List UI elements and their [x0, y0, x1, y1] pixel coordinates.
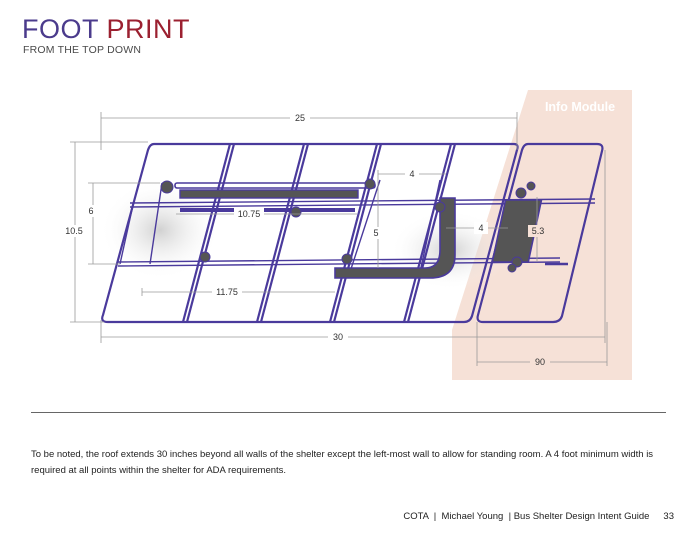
shadow-left [100, 180, 220, 280]
dim-bench-offset: 11.75 [216, 287, 238, 297]
posts [160, 178, 536, 273]
dim-overall-depth: 10.5 [65, 226, 83, 236]
dim-module-depth: 5.3 [532, 226, 545, 236]
dim-overall-width: 25 [295, 113, 305, 123]
title-word-foot: FOOT [22, 14, 99, 44]
page-title: FOOT PRINT [22, 14, 190, 44]
dim-bench-length: 10.75 [238, 209, 261, 219]
dim-inner-depth: 6 [88, 206, 93, 216]
bench-top-front [180, 208, 355, 212]
info-module-label: Info Module [545, 100, 615, 114]
roof-outline-module [476, 142, 604, 324]
dimension-lines [70, 112, 608, 366]
page-number: 33 [663, 511, 674, 522]
dim-seat-depth: 5 [373, 228, 378, 238]
dim-aisle-clearance: 4 [478, 223, 483, 233]
dim-total-length: 30 [333, 332, 343, 342]
roof-outline-main [101, 142, 519, 324]
section-divider [31, 412, 666, 413]
footprint-diagram: Info Module [62, 90, 632, 380]
page-subtitle: FROM THE TOP DOWN [23, 44, 142, 56]
footer-credit: COTA | Michael Young | Bus Shelter Desig… [403, 511, 650, 522]
title-word-print: PRINT [106, 14, 191, 44]
design-note: To be noted, the roof extends 30 inches … [31, 449, 654, 476]
bench-top-back [174, 182, 376, 189]
dimension-labels: 25 30 10.5 6 10.75 11.75 4 5 4 5.3 90 [62, 112, 550, 368]
bench-top [179, 189, 359, 199]
dim-aisle-width: 4 [409, 169, 414, 179]
page-footer: COTA | Michael Young | Bus Shelter Desig… [403, 511, 674, 522]
dim-module-overhang: 90 [535, 357, 545, 367]
